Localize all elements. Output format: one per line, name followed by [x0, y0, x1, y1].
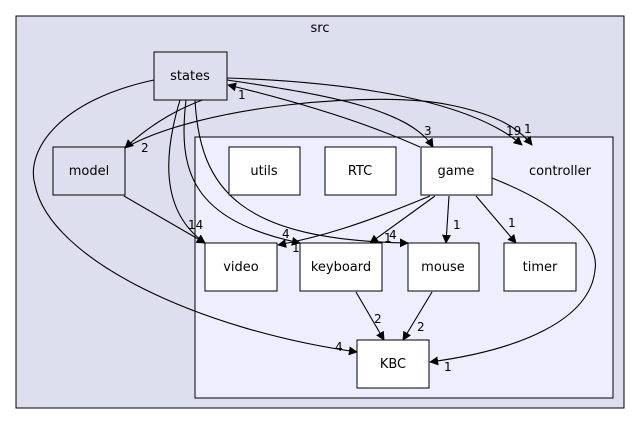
edge-label-game-kbc[interactable]: 1: [444, 360, 452, 374]
node-kbc-box: [356, 339, 430, 389]
node-utils[interactable]: utils: [228, 146, 301, 196]
edge-game-kbc: [429, 177, 596, 366]
node-video[interactable]: video: [204, 242, 278, 292]
node-rtc-box: [324, 146, 397, 196]
edge-label-mouse-kbc[interactable]: 2: [417, 320, 425, 334]
node-rtc[interactable]: RTC: [324, 146, 397, 196]
node-rtc-label: RTC: [348, 164, 372, 179]
node-video-box: [204, 242, 278, 292]
edge-states-game: [226, 79, 434, 148]
cluster-src-label: src: [311, 21, 330, 36]
edge-mouse-kbc: [402, 291, 433, 341]
edges: [32, 77, 596, 366]
edge-states-keyboard: [183, 99, 301, 246]
node-model-label: model: [69, 164, 109, 179]
edge-label-states-kbc[interactable]: 4: [335, 340, 343, 354]
node-mouse-box: [407, 242, 480, 292]
node-mouse[interactable]: mouse: [407, 242, 480, 292]
edge-label-game-states[interactable]: 1: [238, 88, 246, 102]
node-states[interactable]: states: [153, 51, 228, 101]
edge-label-game-video[interactable]: 4: [282, 227, 290, 241]
node-utils-box: [228, 146, 301, 196]
edge-game-keyboard: [369, 195, 436, 244]
node-keyboard-label: keyboard: [311, 260, 371, 275]
node-timer-label: timer: [523, 260, 558, 275]
edge-label-game-timer[interactable]: 1: [508, 216, 516, 230]
node-game-box: [420, 146, 493, 196]
node-states-label: states: [170, 69, 210, 84]
edge-keyboard-kbc: [355, 291, 385, 341]
edge-model-controller: [124, 98, 533, 149]
edge-labels: 1 3 2 19 1 14 4 1 4 1 1 1 4 2 2 1: [141, 88, 532, 374]
node-timer[interactable]: timer: [503, 242, 577, 292]
node-states-box: [153, 51, 228, 101]
node-kbc-label: KBC: [380, 357, 406, 372]
node-game[interactable]: game: [420, 146, 493, 196]
edge-label-states-controller[interactable]: 19: [506, 124, 521, 138]
edge-game-mouse: [442, 195, 452, 244]
node-keyboard-box: [299, 242, 383, 292]
node-model[interactable]: model: [52, 146, 126, 196]
node-utils-label: utils: [250, 164, 278, 179]
edge-states-video: [168, 99, 206, 244]
node-keyboard[interactable]: keyboard: [299, 242, 383, 292]
edge-label-states-keyboard[interactable]: 4: [389, 228, 397, 242]
edge-label-game-mouse[interactable]: 1: [453, 218, 461, 232]
edge-states-kbc: [32, 79, 358, 356]
edge-label-keyboard-kbc[interactable]: 2: [374, 312, 382, 326]
node-game-label: game: [438, 164, 475, 179]
edge-game-video: [277, 195, 431, 248]
edge-label-states-model[interactable]: 2: [141, 141, 149, 155]
node-timer-box: [503, 242, 577, 292]
node-mouse-label: mouse: [421, 260, 465, 275]
edge-label-keyboard-extra[interactable]: 1: [384, 231, 392, 245]
edge-model-video: [123, 195, 206, 244]
edge-label-states-video[interactable]: 14: [188, 218, 203, 232]
node-model-box: [52, 146, 126, 196]
edge-states-mouse: [194, 99, 409, 248]
edge-game-timer: [475, 195, 517, 244]
edge-label-model-controller[interactable]: 1: [524, 122, 532, 136]
edge-game-states: [227, 82, 421, 148]
node-kbc[interactable]: KBC: [356, 339, 430, 389]
edge-states-controller: [226, 77, 523, 146]
edge-label-states-game[interactable]: 3: [424, 124, 432, 138]
node-video-label: video: [223, 260, 259, 275]
edge-label-video-extra[interactable]: 1: [292, 241, 300, 255]
cluster-controller-label: controller: [529, 164, 592, 179]
